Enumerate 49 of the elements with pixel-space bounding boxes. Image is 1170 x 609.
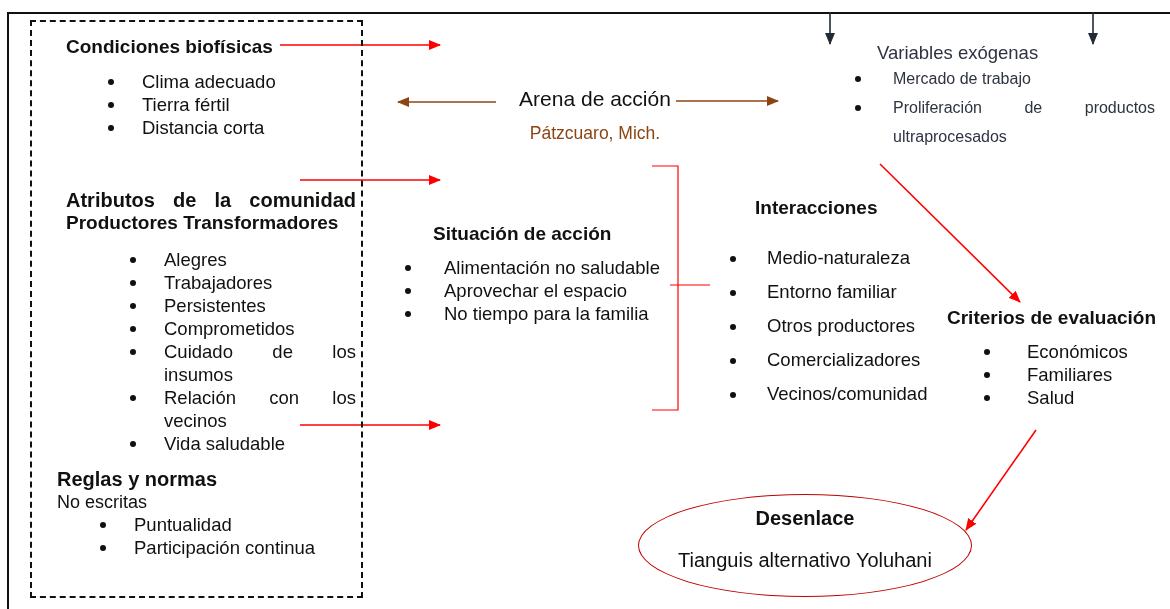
bracket-connector — [651, 165, 711, 411]
list-item: Cuidado de los insumos — [164, 340, 356, 386]
list-item: Proliferación de productos ultraprocesados — [893, 98, 1155, 147]
section-heading: Interacciones — [755, 196, 879, 220]
place-label: Pátzcuaro, Mich. — [528, 122, 662, 144]
list-item: Vecinos/comunidad — [767, 382, 929, 406]
list-item: Clima adecuado — [142, 70, 277, 93]
section-heading: Condiciones biofísicas — [66, 35, 274, 59]
arena-title: Arena de acción — [518, 86, 672, 112]
arrow — [397, 97, 497, 107]
list-item: Entorno familiar — [767, 280, 898, 304]
list-item: Comprometidos — [164, 317, 296, 340]
list-item: Alegres — [164, 248, 228, 271]
list-item: Comercializadores — [767, 348, 922, 372]
list-item: Medio-naturaleza — [767, 246, 911, 270]
list-item: Persistentes — [164, 294, 267, 317]
section-heading: Criterios de evaluación — [947, 306, 1158, 330]
section-subheading: Productores Transformadores — [66, 212, 340, 234]
list-item: Económicos — [1027, 340, 1129, 363]
list-item: Trabajadores — [164, 271, 274, 294]
outcome-text: Tianguis alternativo Yoluhani — [677, 548, 933, 573]
list-item: No tiempo para la familia — [444, 302, 650, 325]
list-item: Salud — [1027, 386, 1076, 409]
list-item: Tierra fértil — [142, 93, 231, 116]
section-heading: Situación de acción — [433, 222, 613, 246]
arrow — [299, 420, 441, 430]
dashed-frame — [30, 20, 363, 598]
list-item: Vida saludable — [164, 432, 287, 455]
arrow — [299, 175, 441, 185]
list-item: Puntualidad — [134, 513, 233, 536]
list-item: Distancia corta — [142, 116, 266, 139]
section-heading: Variables exógenas — [877, 42, 1040, 64]
arrow — [879, 163, 1021, 303]
note-text: No escritas — [57, 491, 149, 513]
arrow — [1088, 11, 1098, 45]
arrow — [965, 429, 1037, 531]
arrow — [825, 11, 835, 45]
list-item: Relación con los vecinos — [164, 386, 356, 432]
list-item: Participación continua — [134, 536, 316, 559]
arrow — [279, 40, 441, 50]
section-heading: Atributos de la comunidad — [66, 188, 356, 212]
arrow — [675, 96, 779, 106]
list-item: Alimentación no saludable — [444, 256, 661, 279]
section-heading: Desenlace — [754, 506, 856, 531]
list-item: Familiares — [1027, 363, 1114, 386]
list-item: Mercado de trabajo — [893, 69, 1032, 89]
list-item: Aprovechar el espacio — [444, 279, 629, 302]
list-item: Otros productores — [767, 314, 917, 338]
section-heading: Reglas y normas — [57, 467, 219, 491]
